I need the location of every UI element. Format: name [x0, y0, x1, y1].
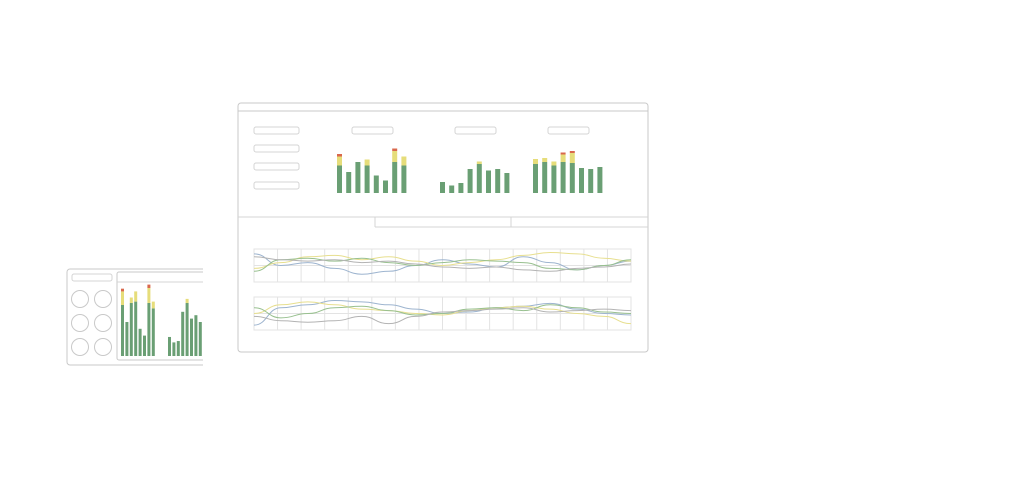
bar-mid: [542, 158, 548, 162]
bar-mid: [129, 297, 133, 303]
line-series-2: [253, 301, 632, 325]
bar-base: [588, 169, 594, 193]
menu-placeholder-3: [253, 162, 300, 171]
large-window: [237, 102, 649, 353]
bar-mid: [392, 151, 398, 162]
bar-base: [569, 163, 575, 193]
bar-mid: [134, 291, 138, 302]
circle-placeholder: [71, 338, 89, 356]
circle-placeholder: [94, 314, 112, 332]
bar-mid: [121, 291, 124, 305]
line-series-4: [253, 256, 632, 272]
bar-mid: [569, 153, 575, 163]
line-panel-1: [253, 248, 632, 283]
bar-mid: [551, 161, 557, 166]
bar-base: [138, 328, 142, 356]
bar-base: [440, 182, 445, 193]
menu-placeholder-1: [253, 126, 300, 135]
bar-group-2: [168, 298, 202, 356]
bar-base: [129, 302, 133, 356]
bar-base: [486, 170, 491, 193]
bar-top: [121, 288, 124, 292]
bar-base: [143, 335, 146, 356]
bar-base: [134, 301, 138, 356]
bar-mid: [151, 301, 155, 309]
line-series-3: [253, 304, 632, 319]
bar-base: [597, 167, 603, 193]
chart-header-placeholder-3: [547, 126, 590, 135]
bar-base: [401, 165, 407, 193]
bar-base: [383, 180, 388, 193]
bar-mid: [337, 156, 342, 166]
bar-base: [467, 169, 473, 193]
bar-top: [392, 148, 398, 151]
bar-base: [147, 302, 151, 356]
chart-header-placeholder-1: [351, 126, 394, 135]
bar-base: [392, 162, 398, 193]
bar-base: [168, 336, 171, 356]
bar-base: [504, 173, 510, 193]
bar-base: [194, 315, 198, 356]
bar-base: [185, 302, 189, 356]
small-window-title-pill: [71, 273, 113, 282]
bar-base: [560, 162, 566, 193]
menu-placeholder-2: [253, 144, 300, 153]
bar-base: [181, 311, 185, 356]
bar-base: [151, 308, 155, 356]
bar-base: [198, 322, 202, 356]
bar-top: [147, 284, 151, 288]
bar-mid: [533, 159, 538, 164]
bar-group-3: [533, 151, 603, 193]
bar-mid: [147, 288, 151, 303]
circle-placeholder: [94, 338, 112, 356]
bar-group-2: [440, 161, 510, 193]
bar-mid: [185, 298, 189, 303]
bar-base: [533, 164, 538, 193]
bar-group-1: [121, 284, 155, 356]
line-series-4: [253, 307, 632, 325]
bar-top: [569, 151, 575, 153]
bar-base: [337, 165, 342, 193]
large-window-line-charts: [253, 248, 632, 331]
small-window: [66, 268, 210, 366]
large-window-bar-charts: [337, 148, 603, 193]
bar-base: [449, 185, 455, 193]
line-panel-2: [253, 296, 632, 331]
bar-mid: [476, 161, 482, 164]
bar-base: [495, 169, 501, 193]
line-series-1: [253, 253, 632, 275]
small-window-bar-charts: [121, 284, 202, 356]
bar-top: [337, 154, 342, 157]
bar-mid: [560, 154, 566, 162]
bar-base: [346, 172, 352, 193]
bar-top: [560, 152, 566, 155]
small-window-crop-mask: [203, 260, 233, 370]
circle-placeholder: [71, 314, 89, 332]
bar-base: [458, 183, 464, 193]
bar-mid: [364, 159, 370, 166]
small-window-circle-grid: [71, 290, 112, 356]
bar-base: [476, 164, 482, 193]
bar-base: [373, 175, 379, 193]
bar-base: [125, 322, 129, 356]
bar-mid: [401, 156, 407, 166]
bar-base: [172, 342, 176, 356]
bar-base: [364, 165, 370, 193]
circle-placeholder: [71, 290, 89, 308]
bar-base: [579, 168, 584, 193]
line-series-2: [253, 251, 632, 269]
menu-placeholder-4: [253, 181, 300, 190]
large-window-menu: [253, 126, 300, 190]
bar-base: [190, 318, 193, 356]
large-window-tab-row: [238, 216, 648, 228]
bar-base: [542, 162, 548, 193]
bar-base: [121, 305, 124, 356]
circle-placeholder: [94, 290, 112, 308]
bar-base: [355, 162, 361, 193]
bar-group-1: [337, 148, 407, 193]
bar-base: [176, 341, 180, 356]
chart-header-placeholder-2: [454, 126, 497, 135]
bar-base: [551, 165, 557, 193]
